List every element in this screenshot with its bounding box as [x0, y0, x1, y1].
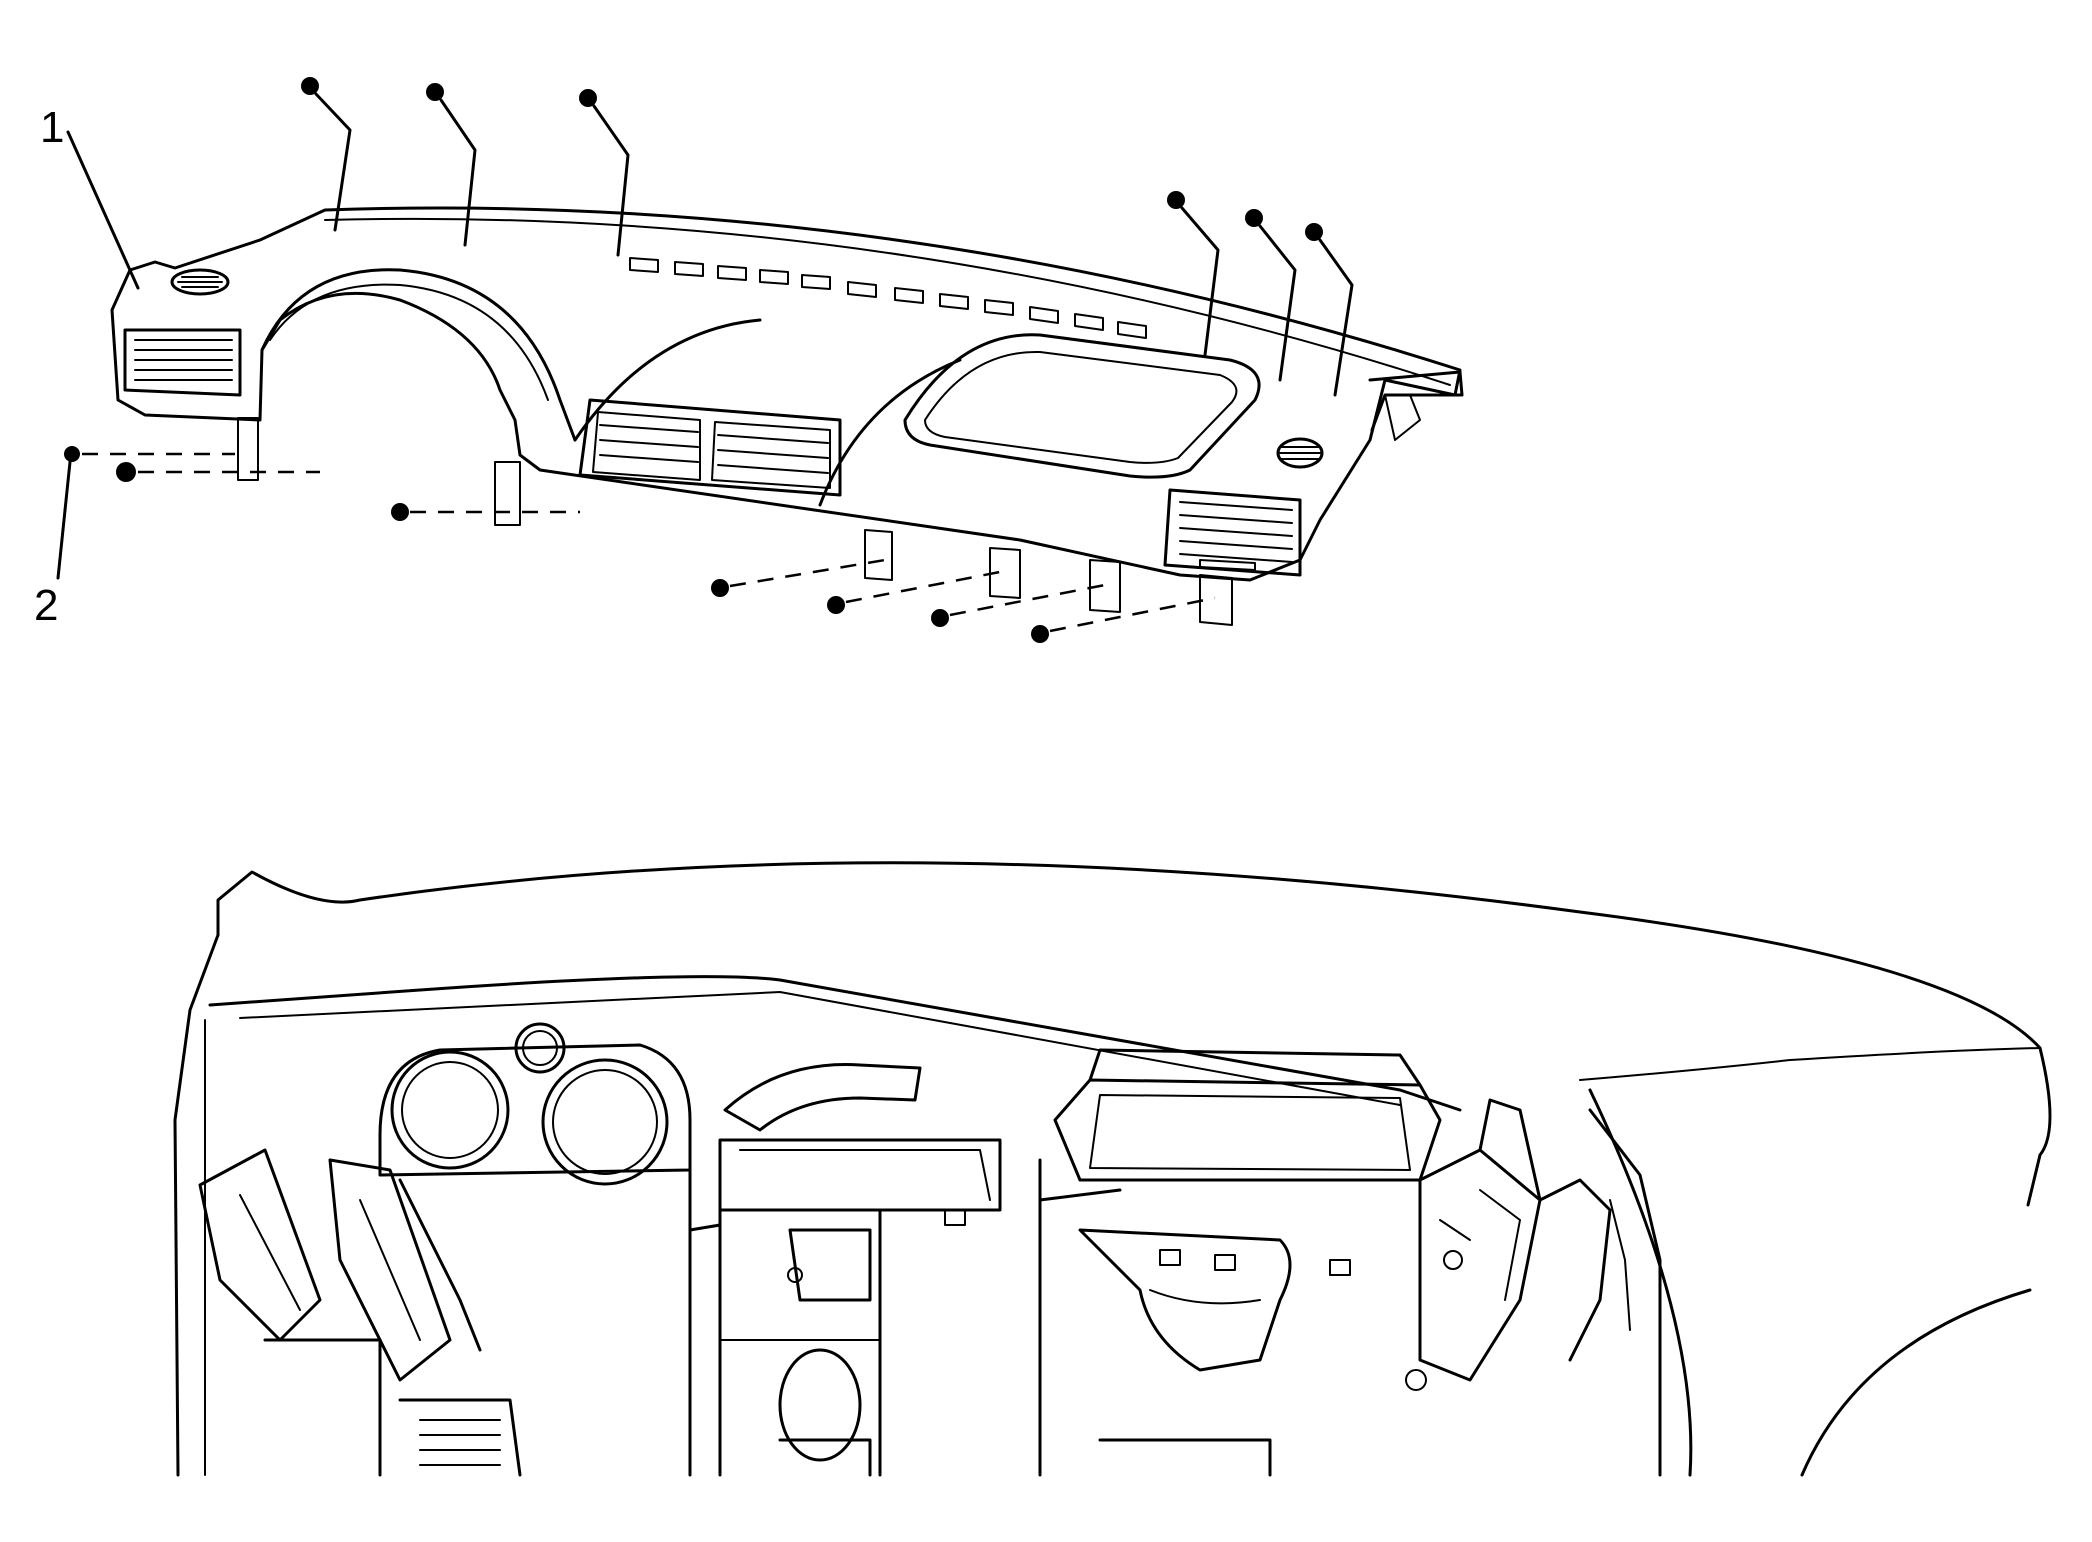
gauge-cluster: [378, 1022, 692, 1186]
callout-1: 1: [40, 103, 140, 290]
upper-fasteners: [301, 77, 1354, 397]
lower-fasteners: [64, 446, 1216, 643]
callout-2: 2: [34, 460, 72, 630]
instrument-panel-carrier: [173, 861, 2052, 1477]
instrument-panel-trim: [110, 206, 1464, 626]
defrost-slots: [629, 257, 1147, 339]
callout-1-label: 1: [40, 103, 64, 152]
callout-2-label: 2: [34, 581, 58, 630]
